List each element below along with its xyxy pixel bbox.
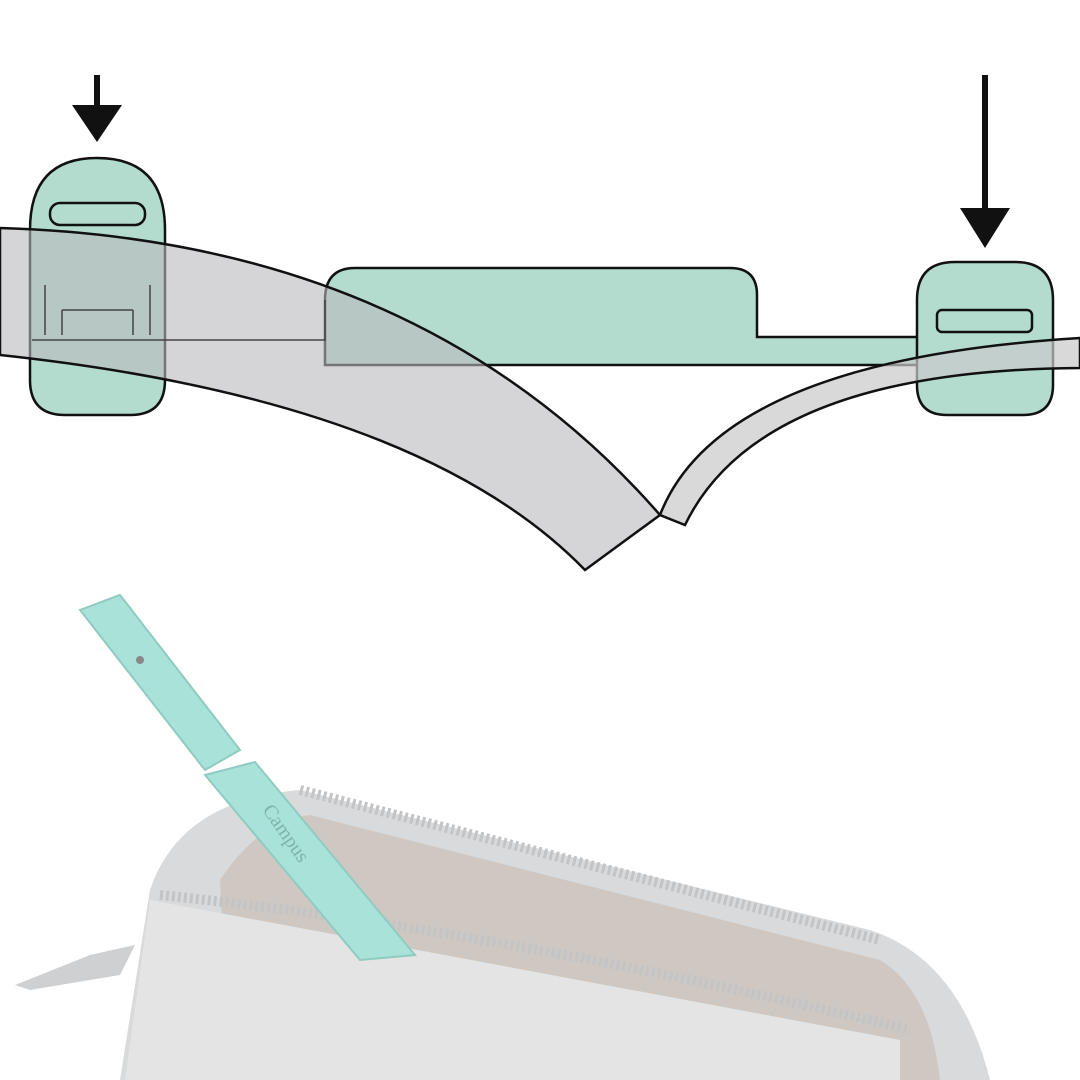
clip-diagram (0, 75, 1080, 572)
zipper-pull (15, 945, 135, 990)
pouch-flap-right (658, 336, 1080, 527)
right-clip (915, 260, 1055, 417)
zipper (159, 890, 912, 1035)
arrow-down-icon (960, 75, 1010, 248)
center-clip-plate (323, 266, 1052, 367)
left-clip-inner (32, 285, 326, 341)
product-photo: Campus (15, 593, 990, 1080)
pouch-front (125, 900, 900, 1080)
arrow-down-icon (72, 75, 122, 142)
